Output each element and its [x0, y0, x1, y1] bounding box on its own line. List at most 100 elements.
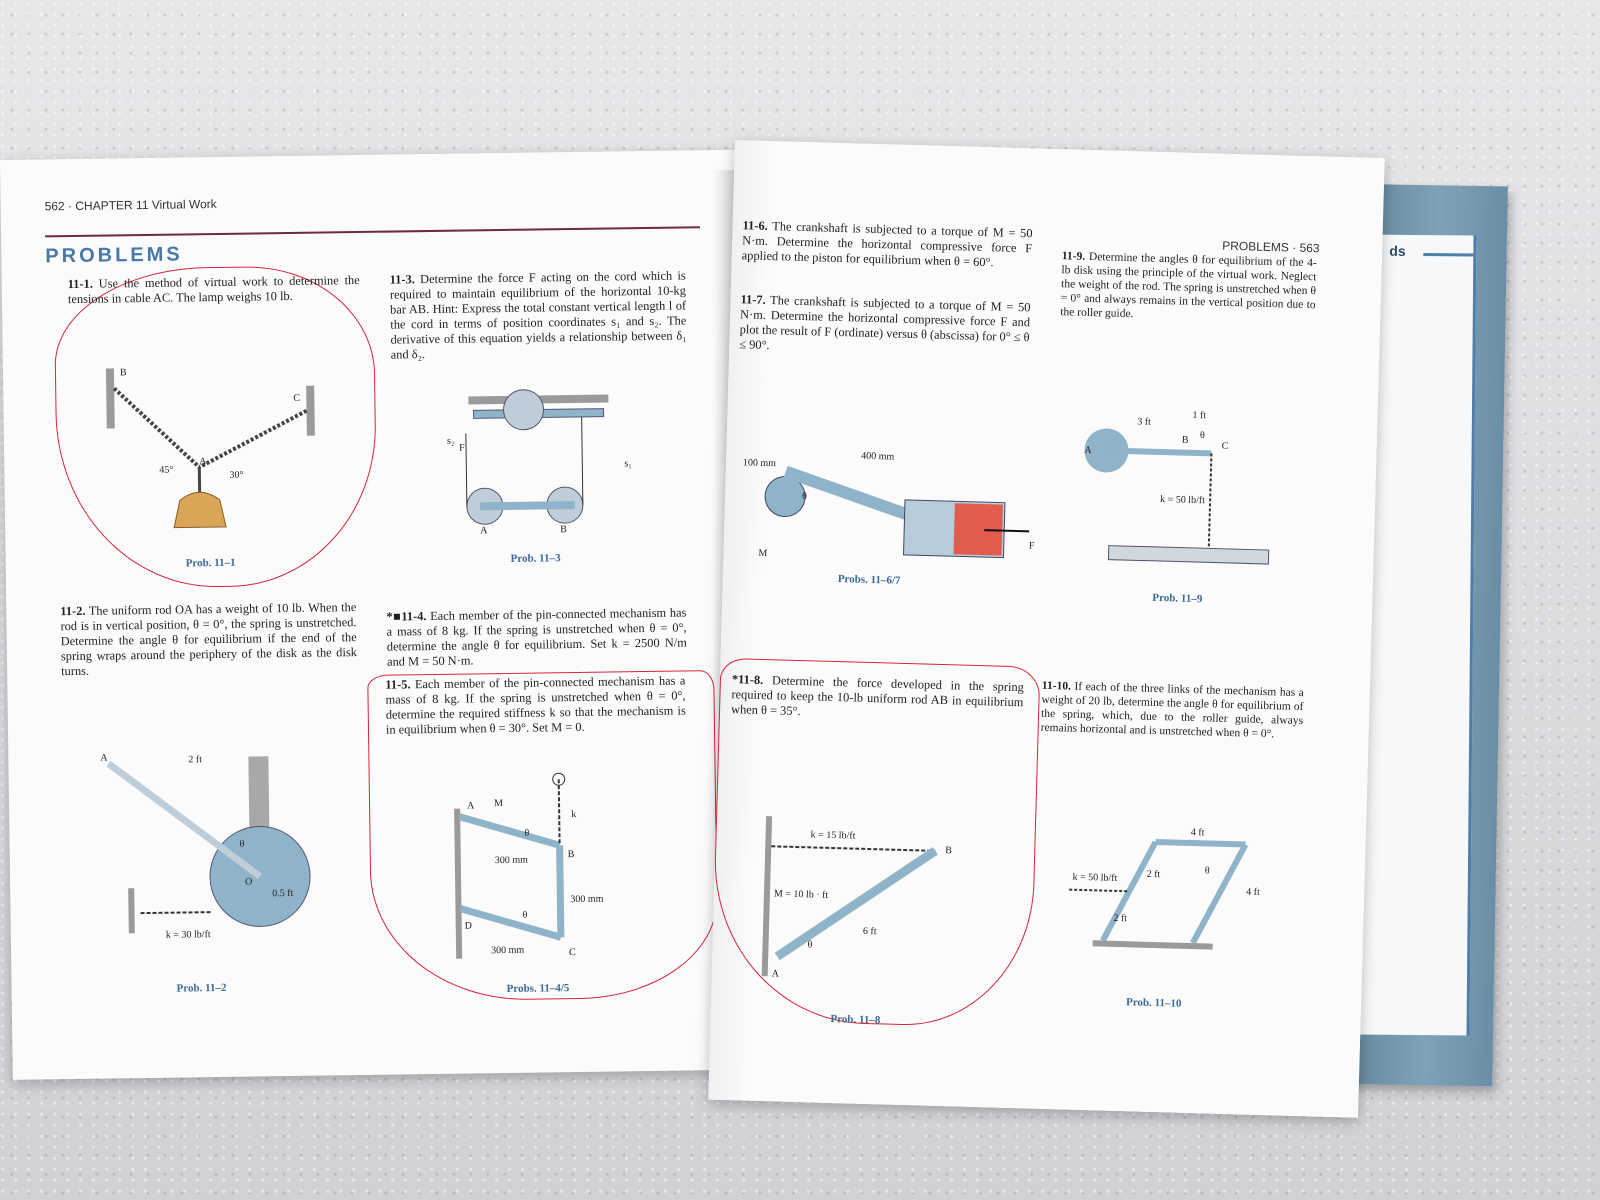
problem-11-4: *■11-4. Each member of the pin-connected…: [386, 605, 687, 669]
label-k: k: [571, 809, 576, 820]
figure-11-4-5: M A θ 300 mm B k 300 mm D θ 300 mm C: [454, 772, 604, 959]
label-45: 45°: [159, 465, 173, 476]
label-m: M = 10 lb · ft: [774, 888, 829, 901]
label-m: M: [494, 798, 503, 809]
label-c: C: [569, 947, 576, 958]
problem-id: 11-6.: [742, 218, 768, 233]
label-theta: θ: [1205, 865, 1210, 876]
problem-id: 11-10.: [1041, 679, 1072, 693]
wall-right: [306, 385, 315, 436]
caption-11-4-5: Probs. 11–4/5: [506, 982, 570, 996]
cord-right: [581, 416, 584, 505]
right-page-header: PROBLEMS · 563: [1222, 238, 1320, 256]
label-a: A: [772, 968, 780, 979]
label-b: B: [945, 845, 952, 856]
figure-11-8: k = 15 lb/ft B M = 10 lb · ft 6 ft θ A: [761, 816, 952, 980]
label-b: B: [120, 367, 127, 378]
label-3ft: 3 ft: [1137, 416, 1151, 427]
problem-11-2: 11-2. The uniform rod OA has a weight of…: [60, 600, 357, 679]
problem-id: 11-3.: [389, 272, 415, 287]
label-4ft-top: 4 ft: [1191, 827, 1205, 838]
figure-11-10: 4 ft k = 50 lb/ft 2 ft θ 4 ft 2 ft: [1069, 827, 1260, 950]
label-f: F: [1029, 540, 1035, 551]
link-right: [1190, 843, 1249, 945]
caption-11-9: Prob. 11–9: [1152, 591, 1203, 606]
problem-11-7: 11-7. The crankshaft is subjected to a t…: [739, 292, 1031, 360]
problem-text: The crankshaft is subjected to a torque …: [739, 293, 1031, 353]
caption-11-8: Prob. 11–8: [830, 1013, 881, 1027]
label-300mm-3: 300 mm: [491, 945, 524, 956]
label-2ft: 2 ft: [1147, 869, 1161, 880]
problem-text: Each member of the pin-connected mechani…: [386, 605, 687, 669]
spring-wall: [128, 888, 135, 934]
problem-id: 11-1.: [67, 276, 93, 292]
ground: [1092, 940, 1213, 950]
label-b: B: [560, 524, 567, 535]
problem-id: *11-8.: [731, 672, 764, 687]
caption-11-2: Prob. 11–2: [176, 981, 227, 995]
problem-id: 11-7.: [740, 292, 766, 307]
rod: [1106, 447, 1212, 457]
problem-id: 11-5.: [385, 677, 411, 692]
label-f: F: [459, 443, 465, 454]
link-top: [1155, 839, 1246, 848]
label-theta: θ: [807, 939, 812, 950]
spring: [771, 845, 936, 852]
label-30: 30°: [229, 470, 243, 481]
label-a: A: [199, 456, 207, 467]
lower-bar: [479, 501, 575, 511]
label-k: k = 50 lb/ft: [1072, 872, 1117, 884]
label-300mm-2: 300 mm: [570, 894, 603, 905]
label-c: C: [293, 393, 300, 404]
figure-11-2: A 2 ft θ O 0.5 ft k = 30 lb/ft: [100, 753, 311, 941]
lamp-icon: [173, 491, 227, 529]
label-a: A: [100, 753, 108, 764]
figure-11-6-7: 400 mm 100 mm θ M F: [743, 451, 1035, 559]
problem-11-1: 11-1. Use the method of virtual work to …: [68, 273, 360, 307]
link-dc: [459, 905, 562, 941]
problem-text: Determine the force F acting on the cord…: [389, 268, 687, 362]
label-k: k = 50 lb/ft: [1160, 494, 1205, 506]
label-s1: s₁: [624, 458, 632, 469]
problem-text: The crankshaft is subjected to a torque …: [741, 219, 1033, 270]
pulley-top: [503, 389, 545, 431]
wall-left: [105, 368, 115, 429]
problem-text: Determine the angles θ for equilibrium o…: [1060, 250, 1317, 321]
problem-11-10: 11-10. If each of the three links of the…: [1041, 679, 1304, 742]
caption-11-6-7: Probs. 11–6/7: [837, 573, 901, 587]
label-theta: θ: [802, 491, 807, 502]
left-page: 562 · CHAPTER 11 Virtual Work PROBLEMS 1…: [0, 149, 748, 1080]
figure-11-3: s₂ F s₁ A B: [447, 389, 632, 536]
label-2ft: 2 ft: [188, 754, 202, 765]
rod-ab: [774, 847, 938, 961]
spring: [557, 779, 561, 846]
chain-ab: [112, 386, 201, 469]
link-bc: [556, 845, 565, 938]
piston-chamber: [953, 503, 1003, 556]
cord-left: [465, 433, 468, 507]
label-b: B: [568, 849, 575, 860]
problem-text: The uniform rod OA has a weight of 10 lb…: [60, 600, 358, 679]
label-a: A: [1084, 445, 1092, 456]
problem-text: Each member of the pin-connected mechani…: [385, 673, 686, 737]
label-theta: θ: [1200, 430, 1205, 441]
spring: [1069, 888, 1130, 893]
label-b: B: [1182, 435, 1189, 446]
label-300mm-1: 300 mm: [495, 855, 528, 866]
problem-id: 11-9.: [1061, 250, 1086, 263]
label-05ft: 0.5 ft: [272, 888, 293, 899]
section-title: PROBLEMS: [45, 243, 183, 268]
wall: [761, 816, 773, 977]
wall: [454, 808, 463, 959]
label-2ft-2: 2 ft: [1113, 913, 1127, 924]
link-left: [1100, 840, 1159, 942]
header-rule: [45, 226, 701, 238]
edge-tab-text: ds: [1389, 242, 1406, 259]
link-ab: [458, 813, 561, 849]
problem-11-5: 11-5. Each member of the pin-connected m…: [385, 673, 686, 737]
force-arrow: [984, 529, 1030, 533]
label-100mm: 100 mm: [743, 457, 777, 469]
problem-11-9: 11-9. Determine the angles θ for equilib…: [1060, 249, 1317, 326]
problem-text: If each of the three links of the mechan…: [1040, 680, 1304, 741]
problem-id: 11-2.: [60, 603, 86, 619]
